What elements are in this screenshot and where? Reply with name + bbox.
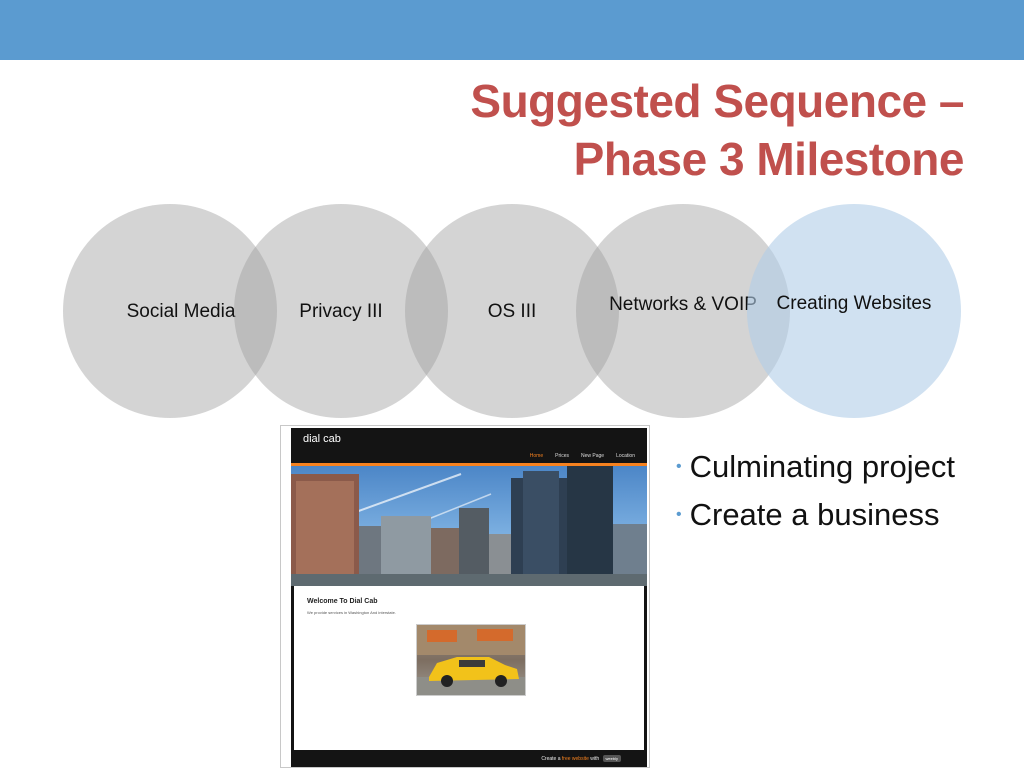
slide-title-line-2: Phase 3 Milestone [573,133,965,185]
site-services-text: We provide services in Washington And in… [307,610,396,615]
site-nav-home: Home [529,453,544,459]
site-nav: Home Prices New Page Location [530,453,635,459]
sequence-step-creating-websites: Creating Websites [747,204,961,418]
bullet-list: • Culminating project • Create a busines… [676,443,1006,539]
sequence-step-os-iii: OS III [405,204,619,418]
site-welcome-heading: Welcome To Dial Cab [307,598,378,605]
sequence-step-label: OS III [487,300,537,322]
bullet-dot-icon: • [676,506,682,523]
footer-prefix: Create a [541,756,561,762]
slide-title-line-1: Suggested Sequence – [470,75,964,127]
site-accent-bar [291,463,647,466]
top-accent-band [0,0,1024,60]
sequence-step-label: Networks & VOIP [609,293,757,315]
site-footer: Create a free website with weebly [291,750,647,767]
site-content: Welcome To Dial Cab We provide services … [294,586,644,750]
footer-free-website-link: free website [561,756,589,762]
bullet-text: Create a business [689,497,940,532]
sequence-step-label: Social Media [126,300,236,322]
city-skyline-image [291,466,647,586]
bullet-item: • Create a business [676,491,1006,539]
website-screenshot: dial cab Home Prices New Page Location [280,425,650,768]
sequence-step-label: Privacy III [299,300,383,322]
site-brand: dial cab [303,433,341,445]
footer-with: with [590,756,600,762]
bullet-dot-icon: • [676,458,682,475]
site-footer-text: Create a free website with weebly [541,755,621,762]
bullet-text: Culminating project [689,449,955,484]
sequence-step-social-media: Social Media [63,204,277,418]
bullet-item: • Culminating project [676,443,1006,491]
skyline-illustration [291,466,647,586]
taxi-photo [416,624,526,696]
sequence-step-privacy-iii: Privacy III [234,204,448,418]
site-nav-new-page: New Page [581,453,605,459]
site-nav-prices: Prices [555,453,570,459]
weebly-badge: weebly [602,755,621,762]
site-nav-location: Location [616,453,635,459]
sequence-step-label: Creating Websites [776,293,932,314]
taxi-illustration [417,625,525,695]
slide-title: Suggested Sequence – Phase 3 Milestone [264,72,964,188]
website-frame: dial cab Home Prices New Page Location [291,428,647,767]
